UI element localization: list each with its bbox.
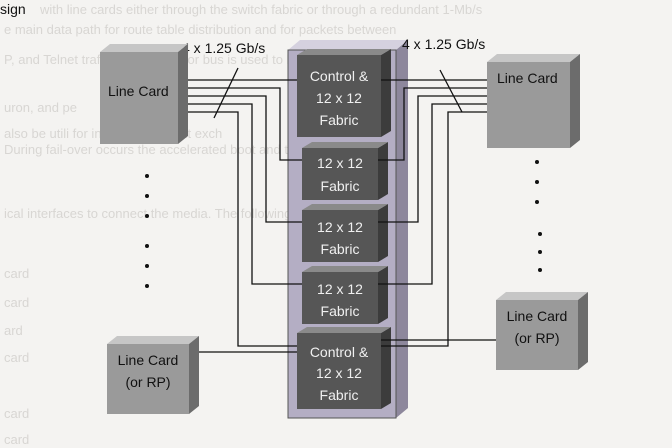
ellipsis-dot xyxy=(535,180,539,184)
fabric-label-line: 12 x 12 xyxy=(317,155,363,171)
link-line xyxy=(187,103,302,285)
bandwidth-slash-left xyxy=(213,67,239,119)
bandwidth-label-right: 4 x 1.25 Gb/s xyxy=(402,36,485,52)
card-label-line: Line Card xyxy=(118,352,179,368)
fabric-card: Control & 12 x 12 Fabric xyxy=(297,327,391,409)
fabric-card: 12 x 12 Fabric xyxy=(302,204,388,262)
left-ellipsis-dots xyxy=(145,174,149,288)
link-line xyxy=(378,103,487,285)
ellipsis-dot xyxy=(145,214,149,218)
ellipsis-dot xyxy=(145,174,149,178)
bleed-line: card xyxy=(4,432,30,447)
fabric-label-line: Control & xyxy=(310,344,369,360)
link-line xyxy=(381,111,487,347)
link-line xyxy=(187,111,297,347)
left-rp-card: Line Card (or RP) xyxy=(107,336,199,414)
bleed-line: e main data path for route table distrib… xyxy=(4,22,397,37)
fabric-label-line: Fabric xyxy=(321,303,360,319)
ellipsis-dot xyxy=(145,284,149,288)
card-label-line: Line Card xyxy=(507,308,568,324)
bleed-line: with line cards either through the switc… xyxy=(40,2,483,17)
link-line xyxy=(378,87,487,161)
ellipsis-dot xyxy=(145,264,149,268)
fabric-card: Control & 12 x 12 Fabric xyxy=(297,49,391,137)
ellipsis-dot xyxy=(145,194,149,198)
fabric-label-line: 12 x 12 xyxy=(316,365,362,381)
right-link-lines xyxy=(378,79,487,347)
section-header-fragment: sign xyxy=(0,1,26,17)
right-rp-card: Line Card (or RP) xyxy=(496,292,588,370)
card-label-line: Line Card xyxy=(108,83,169,99)
fabric-label-line: Fabric xyxy=(321,241,360,257)
fabric-label-line: 12 x 12 xyxy=(316,90,362,106)
card-label-line: (or RP) xyxy=(514,330,559,346)
bleed-line: ical interfaces to connect the media. Th… xyxy=(4,206,327,221)
card-label-line: (or RP) xyxy=(125,374,170,390)
fabric-label-line: Fabric xyxy=(320,387,359,403)
right-ellipsis-dots xyxy=(535,160,542,272)
ellipsis-dot xyxy=(535,160,539,164)
left-line-card: Line Card xyxy=(100,44,188,144)
bleed-line: card xyxy=(4,295,30,310)
link-line xyxy=(187,95,302,223)
ellipsis-dot xyxy=(538,232,542,236)
fabric-label-line: 12 x 12 xyxy=(317,219,363,235)
bleed-line: card xyxy=(4,406,30,421)
fabric-label-line: Fabric xyxy=(321,178,360,194)
ellipsis-dot xyxy=(145,244,149,248)
right-line-card: Line Card xyxy=(487,54,580,148)
card-label-line: Line Card xyxy=(497,70,558,86)
ellipsis-dot xyxy=(538,250,542,254)
fabric-card: 12 x 12 Fabric xyxy=(302,266,388,324)
bleed-line: uron, and pe xyxy=(4,100,78,115)
fabric-label-line: Fabric xyxy=(320,112,359,128)
ellipsis-dot xyxy=(538,268,542,272)
bandwidth-label-left: 4 x 1.25 Gb/s xyxy=(182,40,265,56)
fabric-card: 12 x 12 Fabric xyxy=(302,142,388,200)
bandwidth-slash-right xyxy=(439,69,463,113)
bleed-line: card xyxy=(4,350,30,365)
link-line xyxy=(378,95,487,223)
fabric-label-line: 12 x 12 xyxy=(317,281,363,297)
bleed-line: card xyxy=(4,266,30,281)
bleed-line: ard xyxy=(4,323,23,338)
fabric-label-line: Control & xyxy=(310,68,369,84)
ellipsis-dot xyxy=(535,200,539,204)
left-link-lines xyxy=(187,79,302,347)
link-line xyxy=(187,87,302,161)
